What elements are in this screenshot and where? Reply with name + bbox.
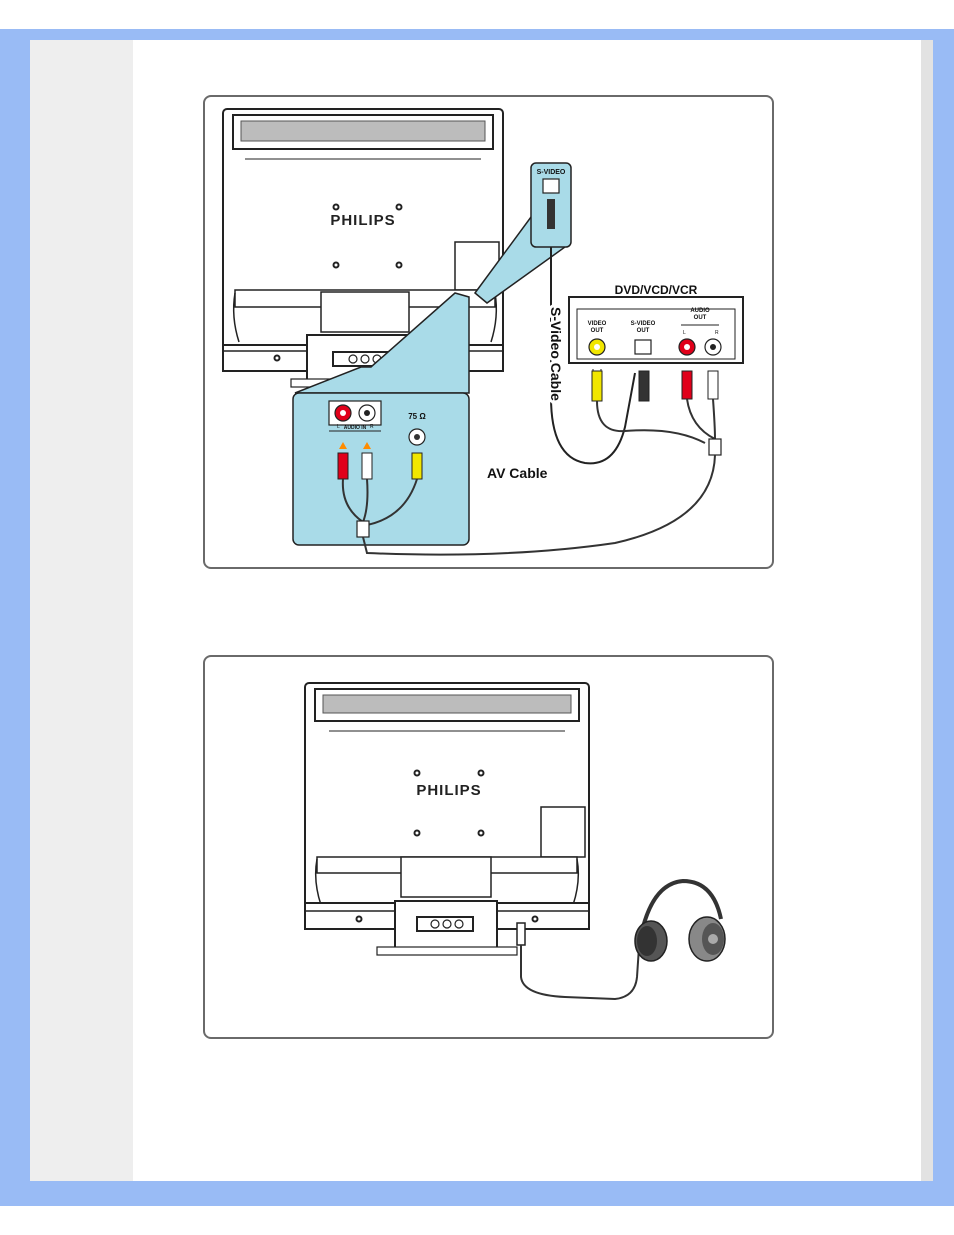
video-out-label-2: OUT: [591, 328, 604, 334]
device-label: DVD/VCD/VCR: [615, 283, 698, 297]
audio-in-right-label: R: [370, 424, 374, 430]
svideo-port-label: S-VIDEO: [537, 169, 566, 176]
audio-out-label-1: AUDIO: [690, 308, 710, 314]
headphone-connection-figure: PHILIPS: [203, 655, 774, 1039]
svideo-cable-label: S-Video Cable: [548, 307, 564, 401]
svideo-plug: [547, 199, 555, 229]
av-input-callout: [292, 292, 470, 546]
monitor-brand-logo: PHILIPS: [416, 782, 481, 799]
av-cable: [362, 400, 716, 556]
svideo-port-icon: [542, 178, 560, 194]
svideo-cable: [550, 247, 636, 465]
audio-in-label: AUDIO IN: [344, 425, 367, 431]
svideo-out-label-1: S-VIDEO: [631, 321, 656, 327]
headphones-icon: [634, 878, 726, 962]
headphone-connection-diagram: PHILIPS: [304, 682, 726, 1001]
monitor-brand-logo: PHILIPS: [330, 212, 395, 229]
audio-out-right-label: R: [715, 330, 719, 336]
headphone-plug: [516, 922, 526, 946]
av-connection-figure: PHILIPS S-VIDEO AUDIO IN L R 75 Ω S-Vide…: [203, 95, 774, 569]
svideo-out-port: [634, 339, 652, 355]
audio-out-left-label: L: [683, 330, 686, 336]
headphone-cable: [520, 945, 640, 1001]
video-out-label-1: VIDEO: [588, 321, 607, 327]
svideo-out-label-2: OUT: [637, 328, 650, 334]
monitor-rear: [304, 682, 590, 956]
right-scroll-strip: [921, 40, 933, 1181]
audio-in-left-label: L: [337, 424, 340, 430]
av-cable-label: AV Cable: [487, 465, 548, 481]
ohm-label: 75 Ω: [408, 412, 426, 421]
svideo-callout: [473, 162, 572, 304]
dvd-player: [568, 296, 744, 456]
left-column: [30, 40, 133, 1181]
audio-out-label-2: OUT: [694, 315, 707, 321]
av-connection-diagram: PHILIPS S-VIDEO AUDIO IN L R 75 Ω S-Vide…: [222, 108, 744, 556]
